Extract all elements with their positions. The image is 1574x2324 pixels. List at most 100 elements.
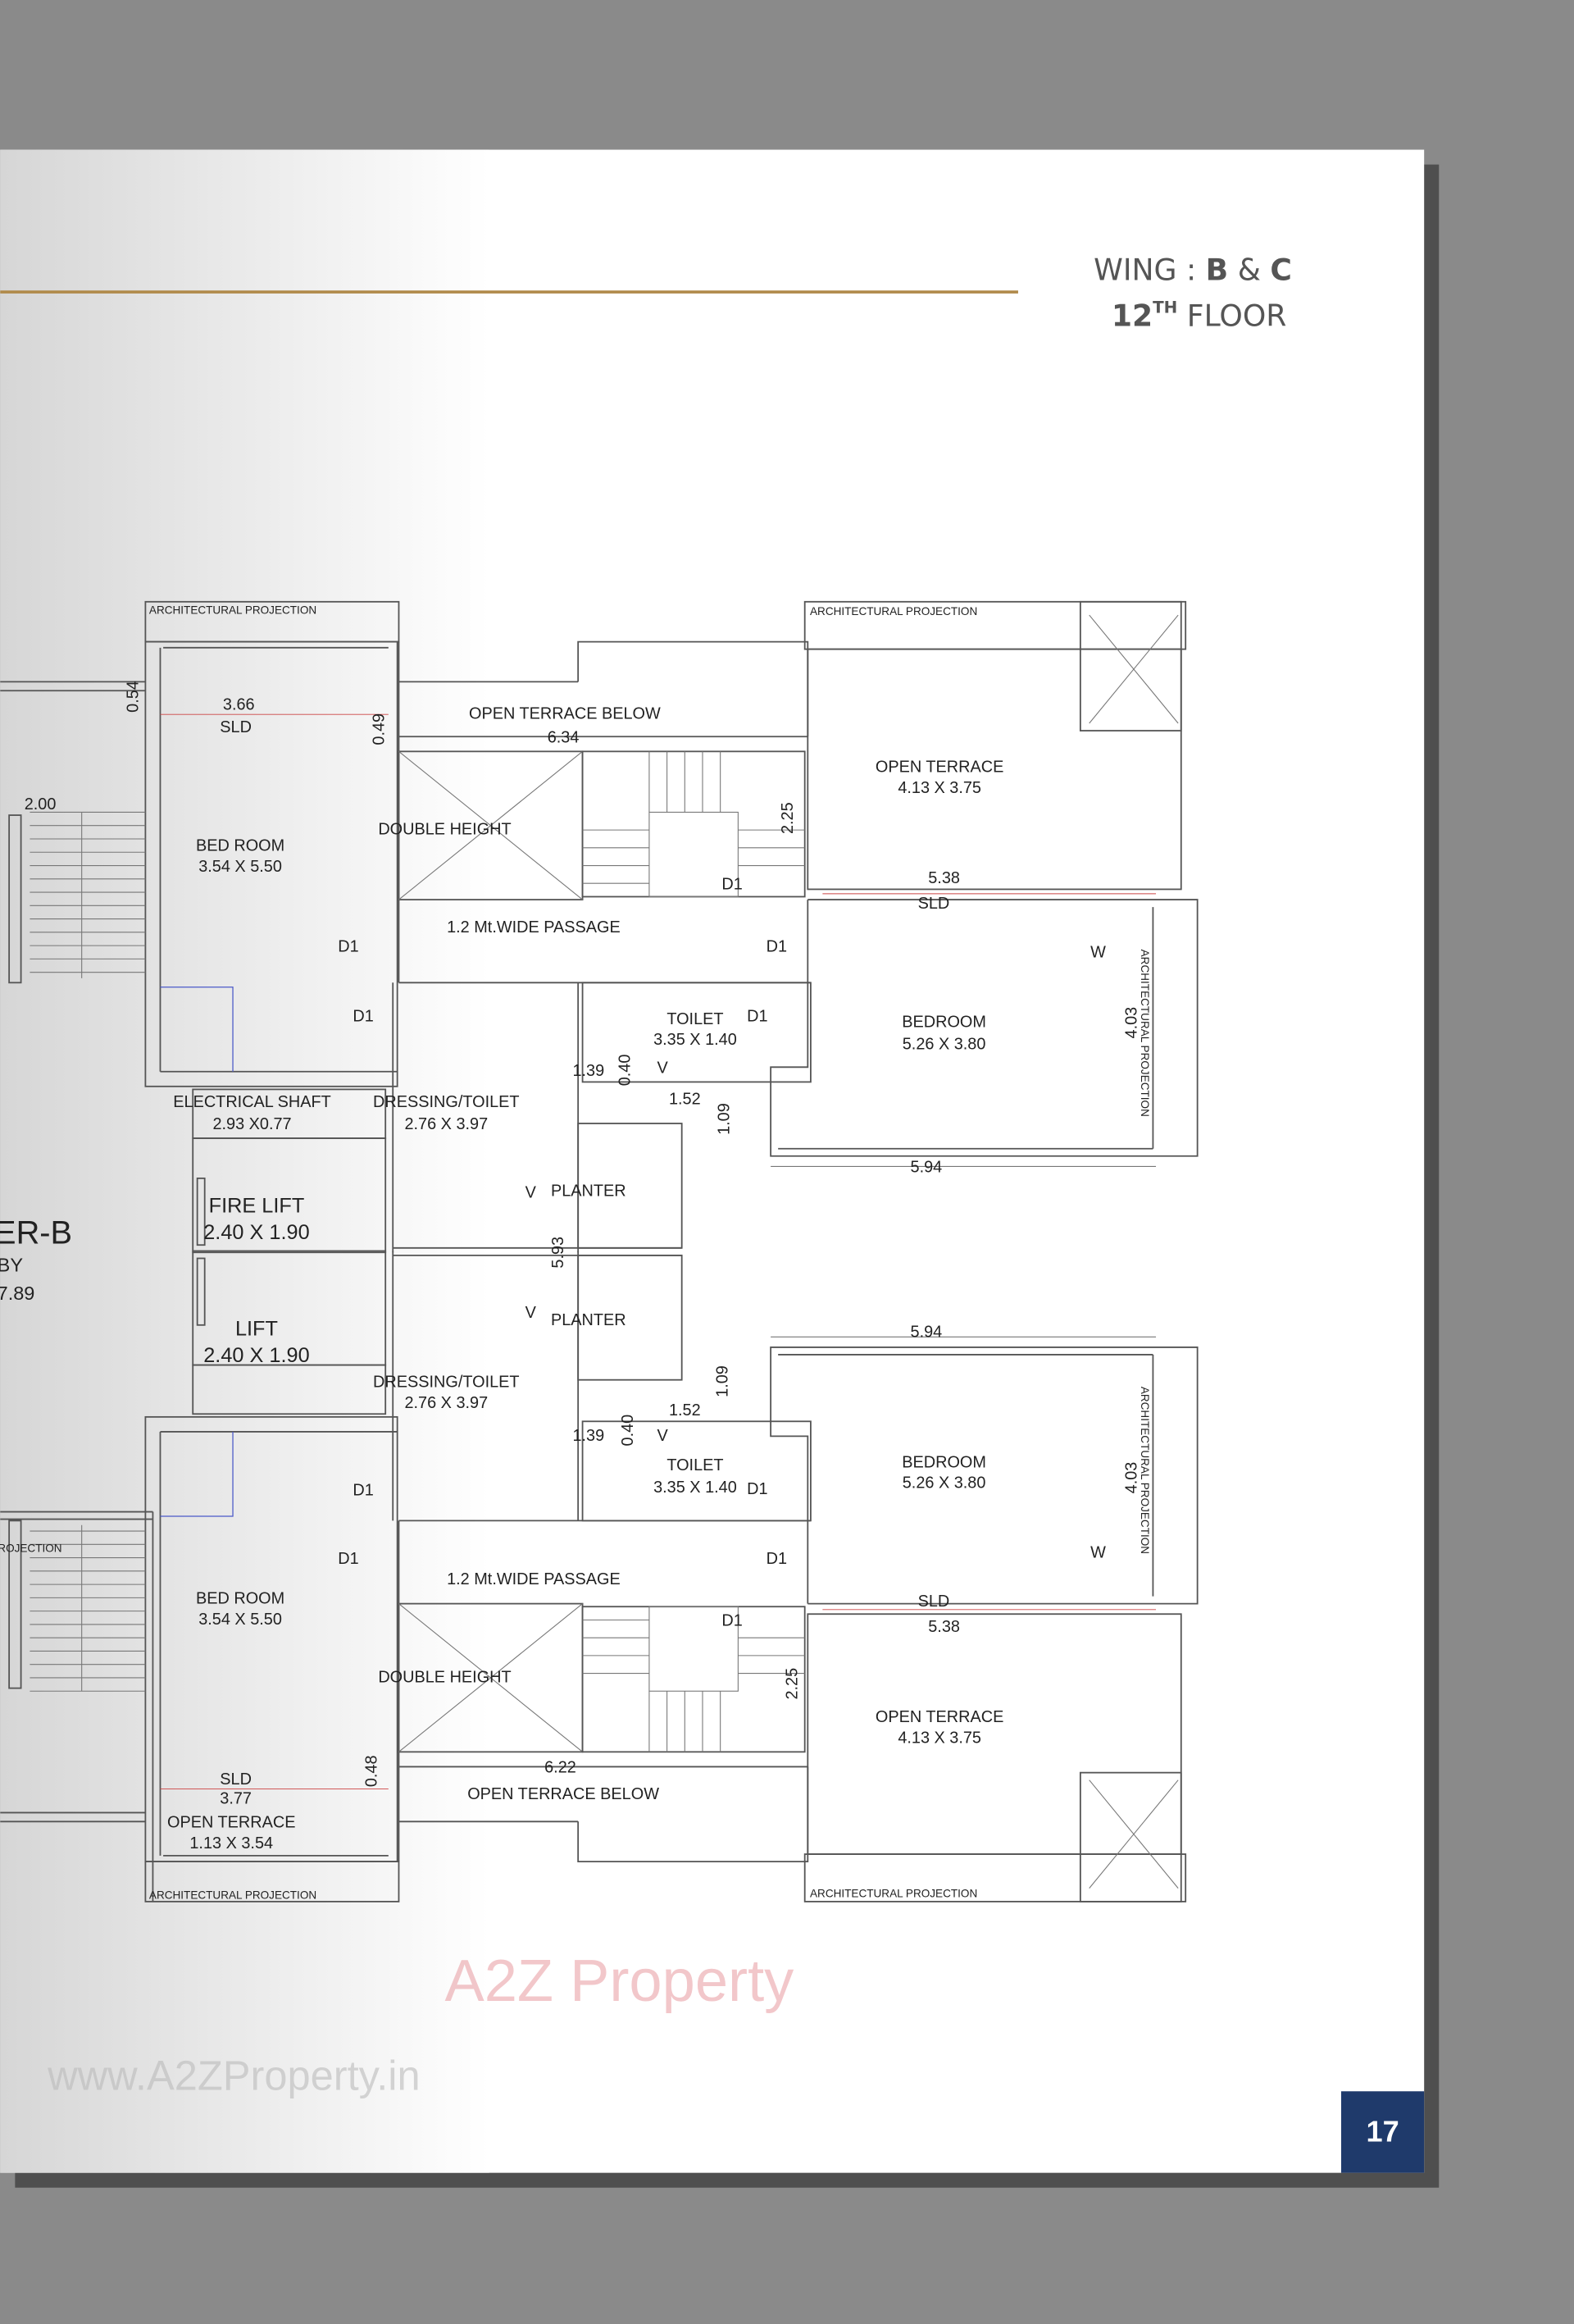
dimension: 0.49 (370, 713, 388, 745)
floor-plan (0, 600, 1199, 1902)
window-label: W (1090, 1544, 1106, 1562)
bed-room-label: BED ROOM (196, 836, 284, 854)
dressing-label: DRESSING/TOILET (373, 1374, 520, 1392)
arch-projection-label: ARCHITECTURAL PROJECTION (149, 604, 316, 616)
open-terrace-label: OPEN TERRACE (167, 1814, 295, 1832)
open-terrace-below-label: OPEN TERRACE BELOW (469, 705, 661, 723)
door-label: D1 (747, 1007, 767, 1025)
door-label: D1 (721, 1612, 742, 1630)
dimension: 2.00 (25, 795, 57, 813)
page-number-badge (1340, 2091, 1425, 2173)
passage-label: 1.2 Mt.WIDE PASSAGE (447, 918, 621, 936)
bedroom-size: 5.26 X 3.80 (903, 1036, 986, 1054)
door-label: D1 (353, 1482, 373, 1500)
dressing-size: 2.76 X 3.97 (404, 1115, 488, 1133)
dimension: 1.52 (669, 1091, 701, 1109)
dimension: 1.39 (572, 1062, 604, 1080)
sld-label: SLD (220, 1770, 252, 1789)
bed-room-size: 3.54 X 5.50 (198, 1611, 282, 1629)
bed-room-label: BED ROOM (196, 1590, 284, 1608)
arch-projection-label: ARCHITECTURAL PROJECTION (810, 1887, 977, 1899)
toilet-label: TOILET (666, 1456, 723, 1474)
bedroom-size: 5.26 X 3.80 (903, 1474, 986, 1492)
ventilator-label: V (525, 1183, 537, 1201)
electrical-shaft-size: 2.93 X0.77 (212, 1115, 291, 1133)
dimension: 3.66 (223, 696, 255, 714)
fire-lift-label: FIRE LIFT (209, 1194, 305, 1217)
dimension: 2.25 (784, 1668, 802, 1700)
dimension: 1.39 (572, 1427, 604, 1445)
dimension: 0.40 (616, 1055, 634, 1087)
dimension: 2.25 (779, 802, 797, 834)
page-number: 17 (1366, 2115, 1399, 2149)
planter-label: PLANTER (551, 1183, 626, 1201)
lift-label: LIFT (235, 1317, 278, 1340)
watermark-url: www.A2ZProperty.in (47, 2052, 421, 2098)
ventilator-label: V (525, 1304, 537, 1322)
projection-label: ROJECTION (0, 1542, 62, 1554)
open-terrace-size: 4.13 X 3.75 (898, 779, 981, 797)
dimension: 6.34 (548, 729, 580, 747)
dimension: 4.03 (1123, 1462, 1141, 1494)
sld-label: SLD (918, 895, 950, 913)
wing-title: WING : B & C (1094, 253, 1292, 288)
tower-line3: 7.89 (0, 1283, 34, 1304)
bedroom-label: BEDROOM (902, 1014, 986, 1032)
dimension: 1.52 (669, 1401, 701, 1419)
arch-projection-label: ARCHITECTURAL PROJECTION (1139, 1387, 1151, 1554)
fire-lift-size: 2.40 X 1.90 (203, 1221, 309, 1244)
dimension: 0.54 (124, 681, 142, 713)
planter-label: PLANTER (551, 1311, 626, 1329)
bedroom-label: BEDROOM (902, 1453, 986, 1471)
dimension: 0.48 (362, 1755, 380, 1787)
dimension: 5.93 (549, 1237, 567, 1269)
toilet-label: TOILET (666, 1010, 723, 1028)
sld-label: SLD (220, 718, 252, 736)
dimension: 1.09 (716, 1103, 734, 1135)
window-label: W (1090, 944, 1106, 962)
dimension: 5.94 (911, 1323, 943, 1341)
watermarks: A2Z Property www.A2ZProperty.in (47, 1948, 794, 2098)
door-label: D1 (338, 1550, 358, 1568)
open-terrace-size: 1.13 X 3.54 (189, 1834, 273, 1852)
arch-projection-label: ARCHITECTURAL PROJECTION (1139, 950, 1151, 1117)
plan-labels: ARCHITECTURAL PROJECTION ARCHITECTURAL P… (0, 604, 1151, 1901)
dimension: 5.94 (911, 1159, 943, 1177)
door-label: D1 (747, 1480, 767, 1498)
dimension: 0.40 (619, 1415, 637, 1447)
open-terrace-label: OPEN TERRACE (876, 759, 1003, 777)
open-terrace-label: OPEN TERRACE (876, 1708, 1003, 1726)
watermark-center: A2Z Property (444, 1948, 794, 2014)
door-label: D1 (338, 937, 358, 955)
ventilator-label: V (657, 1427, 669, 1445)
dimension: 6.22 (544, 1759, 576, 1777)
dimension: 5.38 (928, 869, 960, 887)
sld-label: SLD (918, 1593, 950, 1611)
bed-room-size: 3.54 X 5.50 (198, 858, 282, 876)
double-height-label: DOUBLE HEIGHT (378, 1668, 511, 1686)
toilet-size: 3.35 X 1.40 (653, 1031, 737, 1049)
dimension: 3.77 (220, 1790, 252, 1808)
floor-title: 12TH FLOOR (1112, 298, 1287, 333)
passage-label: 1.2 Mt.WIDE PASSAGE (447, 1570, 621, 1588)
dimension: 4.03 (1123, 1007, 1141, 1039)
lift-size: 2.40 X 1.90 (203, 1344, 309, 1367)
double-height-label: DOUBLE HEIGHT (378, 821, 511, 839)
toilet-size: 3.35 X 1.40 (653, 1479, 737, 1497)
tower-name: ER-B (0, 1214, 72, 1251)
electrical-shaft-label: ELECTRICAL SHAFT (173, 1093, 331, 1111)
open-terrace-below-label: OPEN TERRACE BELOW (467, 1785, 659, 1803)
door-label: D1 (353, 1007, 373, 1025)
door-label: D1 (721, 875, 742, 893)
door-label: D1 (767, 1550, 787, 1568)
dimension: 1.09 (714, 1365, 732, 1397)
door-label: D1 (767, 937, 787, 955)
tower-line2: BY (0, 1255, 23, 1276)
dimension: 5.38 (928, 1618, 960, 1636)
dressing-size: 2.76 X 3.97 (404, 1394, 488, 1412)
ventilator-label: V (657, 1059, 669, 1078)
arch-projection-label: ARCHITECTURAL PROJECTION (149, 1889, 316, 1901)
arch-projection-label: ARCHITECTURAL PROJECTION (810, 605, 977, 617)
open-terrace-size: 4.13 X 3.75 (898, 1729, 981, 1748)
